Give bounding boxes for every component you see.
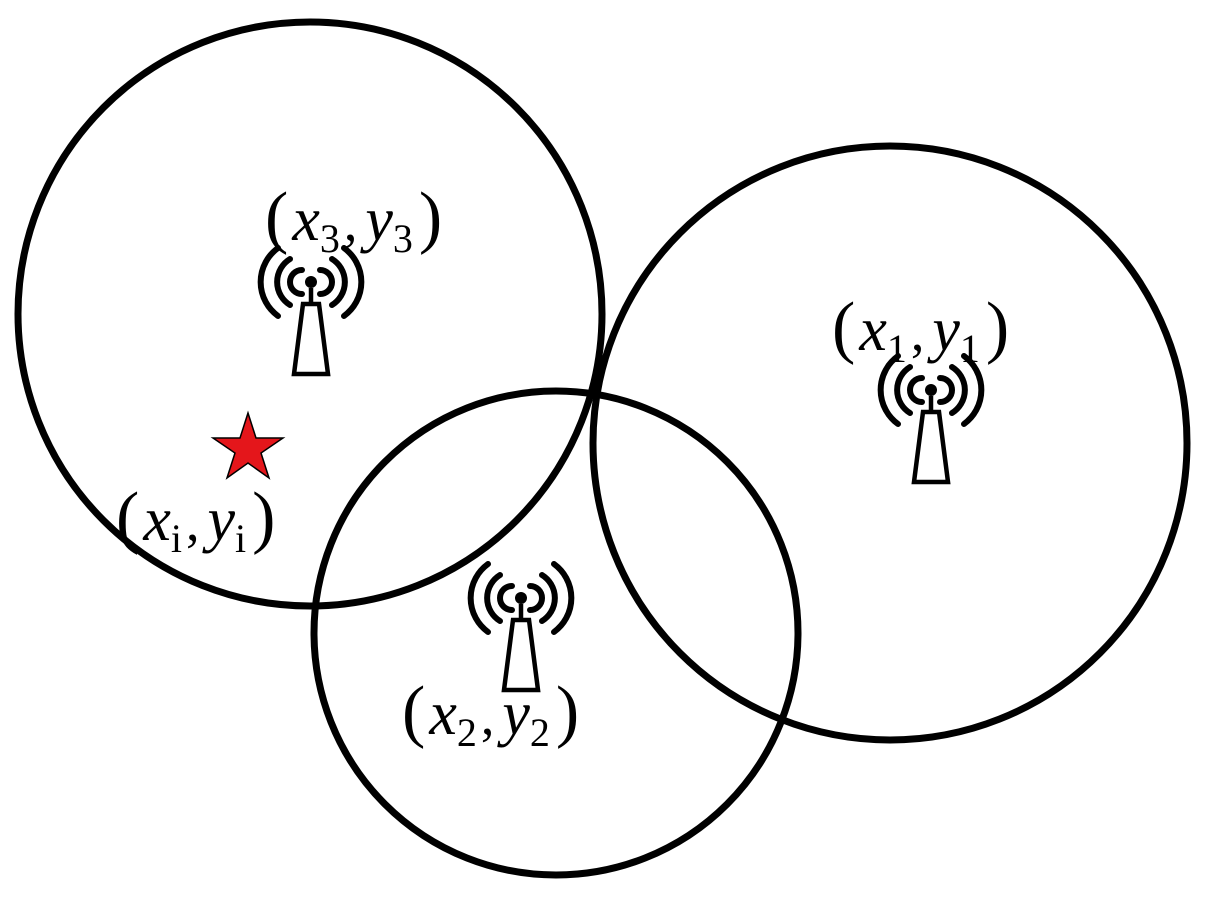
- coverage-circle-1: [589, 142, 1191, 744]
- station-2-label: (x2,y2): [402, 673, 579, 755]
- station-1-label: (x1,y1): [832, 289, 1009, 371]
- coverage-circle-3: [14, 18, 606, 610]
- star-icon: [210, 410, 286, 480]
- cell-tower-icon: [881, 356, 982, 482]
- coverage-circle-2: [310, 387, 802, 879]
- cell-tower-icon: [471, 564, 572, 690]
- target-label: (xi,yi): [116, 479, 275, 561]
- station-3-label: (x3,y3): [265, 179, 442, 261]
- cell-tower-icon: [261, 248, 362, 374]
